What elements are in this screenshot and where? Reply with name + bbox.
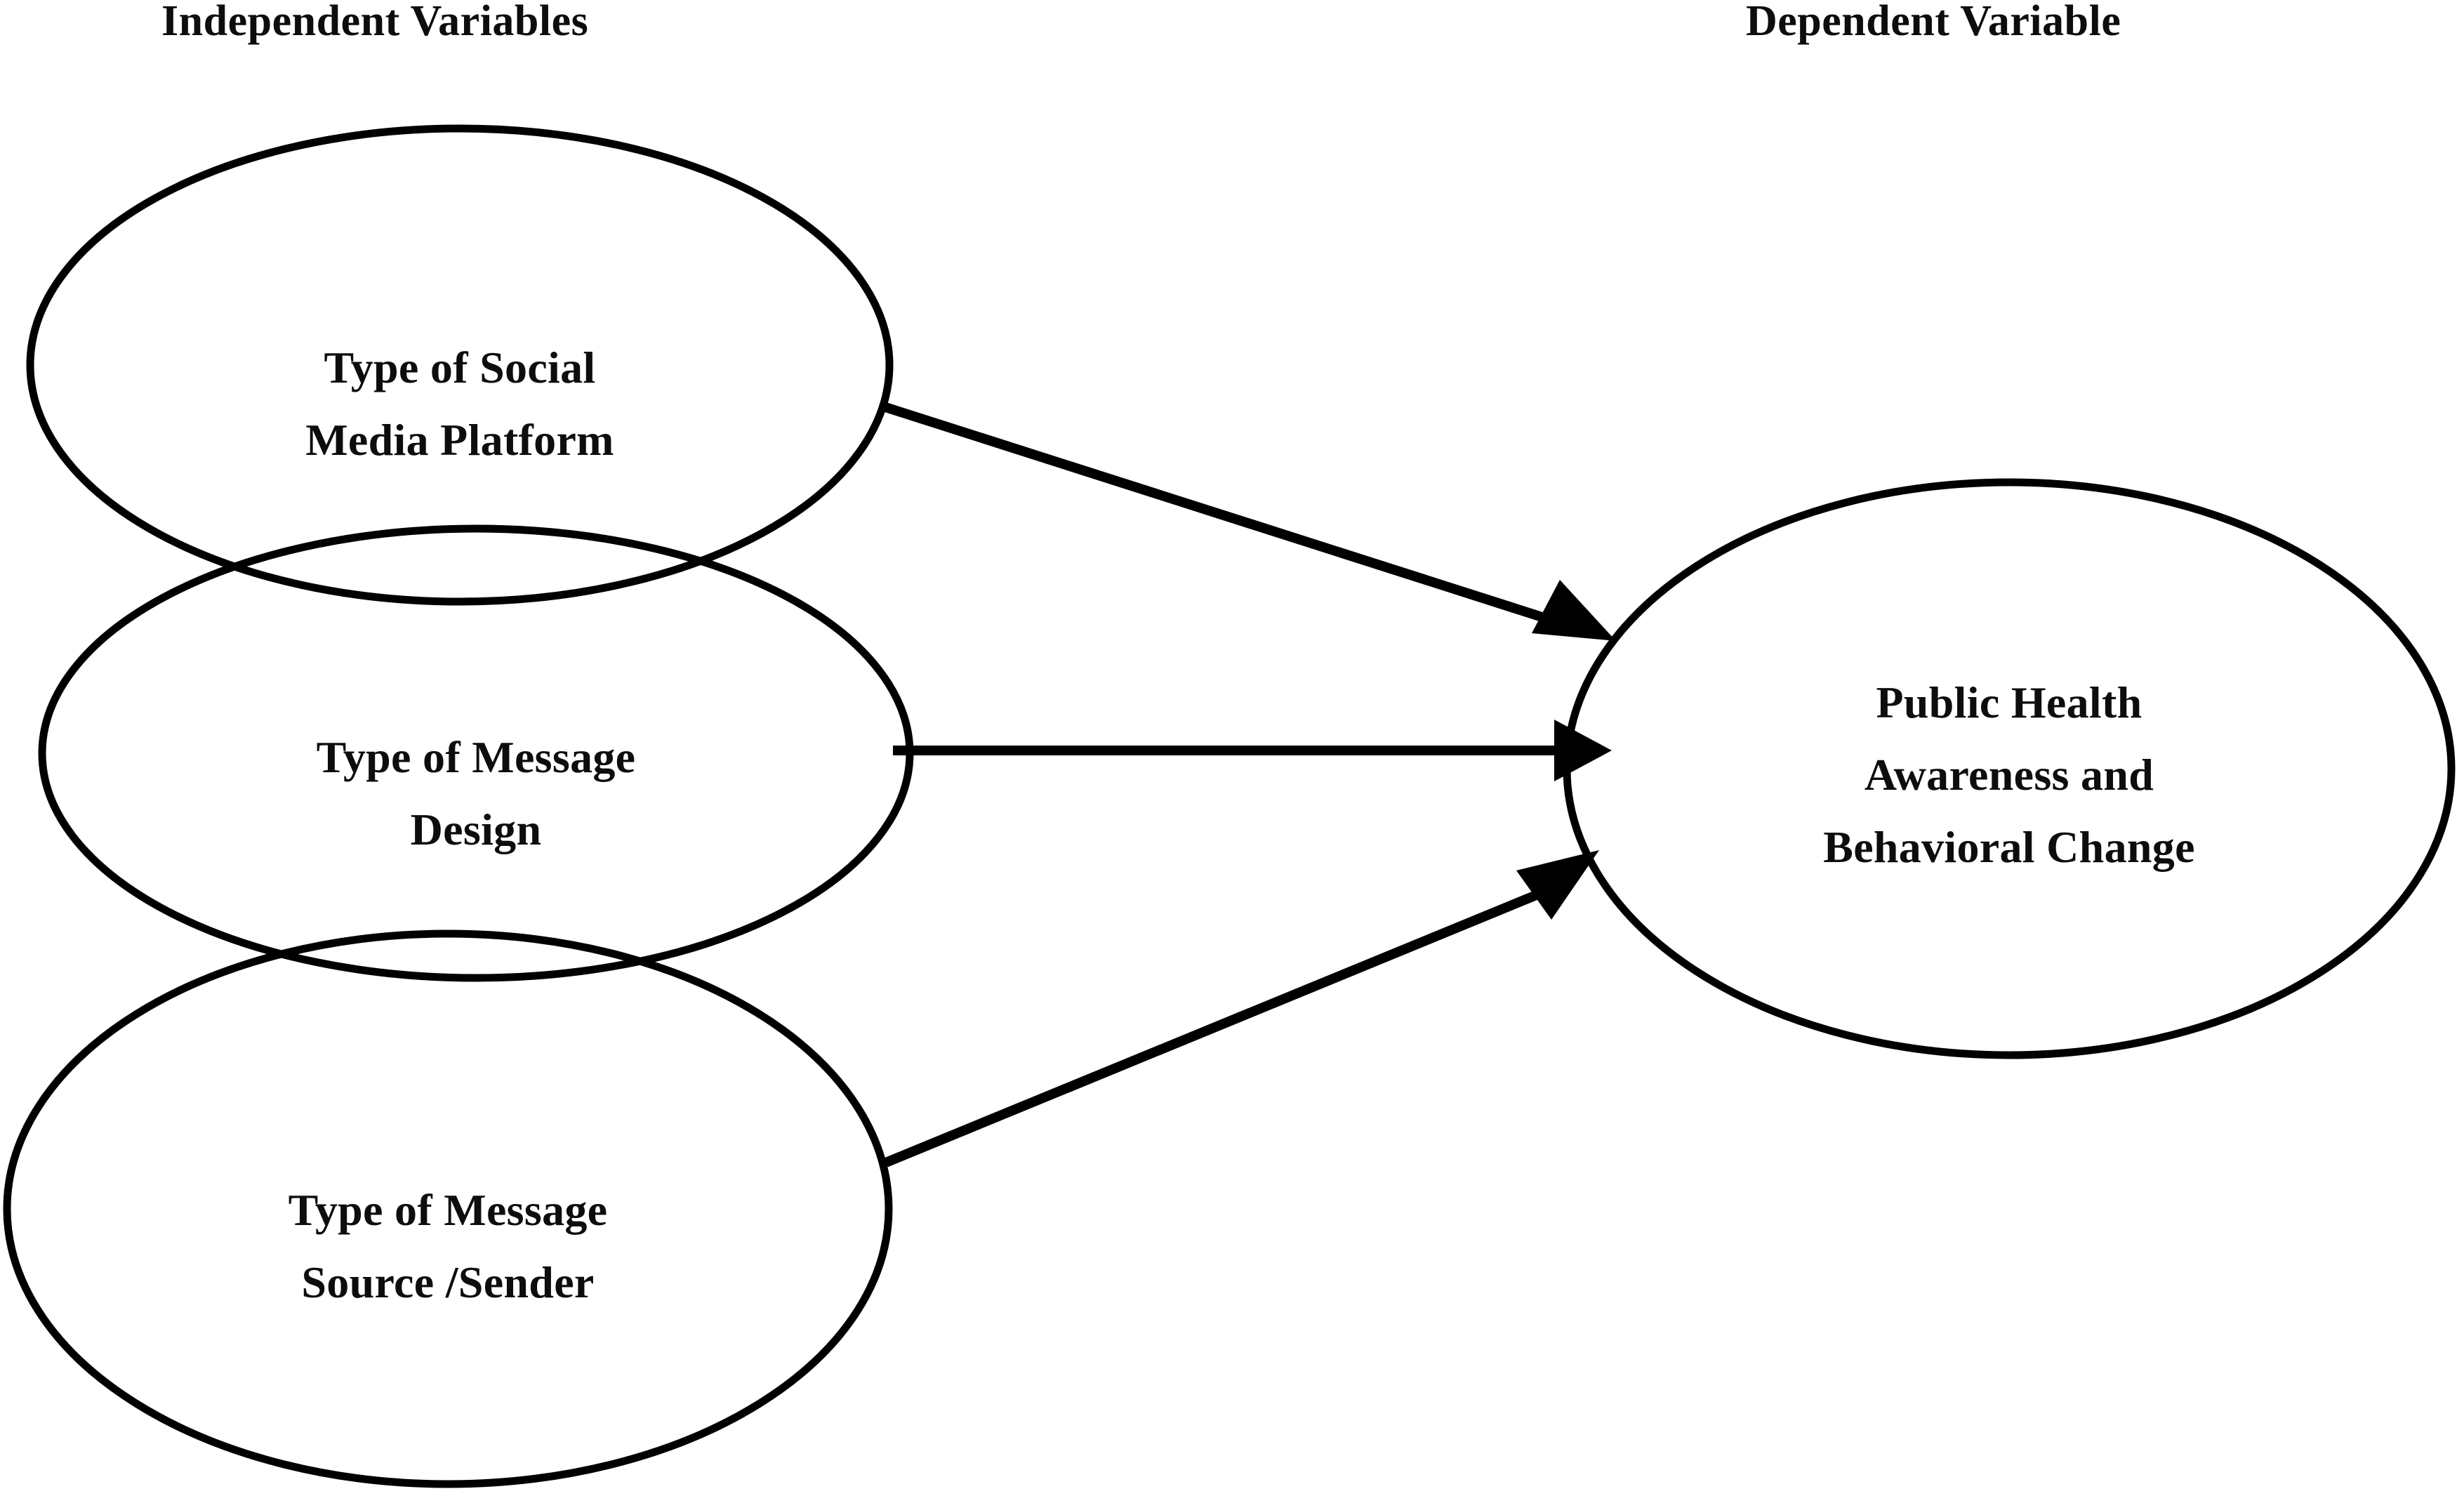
heading-independent-variables: Independent Variables — [161, 0, 588, 45]
node-label-message-design-line1: Type of Message — [317, 732, 636, 782]
ellipse-social-media-platform — [26, 124, 894, 606]
node-public-health-outcome[interactable]: Public Health Awareness and Behavioral C… — [1563, 478, 2456, 1059]
node-label-message-source-line2: Source /Sender — [301, 1257, 594, 1307]
node-social-media-platform[interactable]: Type of Social Media Platform — [26, 124, 894, 606]
node-label-social-media-platform-line2: Media Platform — [305, 415, 614, 465]
arrow-source-to-outcome-line — [884, 881, 1561, 1167]
ellipse-message-source — [3, 929, 893, 1488]
arrow-platform-to-outcome-head — [1532, 580, 1616, 641]
arrow-platform-to-outcome — [879, 401, 1616, 641]
node-label-outcome-line1: Public Health — [1876, 677, 2142, 727]
arrow-source-to-outcome-head — [1516, 850, 1599, 920]
arrow-source-to-outcome — [884, 850, 1599, 1167]
arrow-platform-to-outcome-line — [879, 401, 1582, 634]
arrow-design-to-outcome-head — [1554, 720, 1612, 781]
node-label-message-source-line1: Type of Message — [289, 1185, 608, 1235]
node-label-outcome-line2: Awareness and — [1864, 750, 2154, 800]
node-label-social-media-platform-line1: Type of Social — [324, 343, 595, 392]
arrow-design-to-outcome — [893, 720, 1612, 781]
node-label-message-design-line2: Design — [411, 805, 542, 854]
node-message-source[interactable]: Type of Message Source /Sender — [3, 929, 893, 1488]
node-message-design[interactable]: Type of Message Design — [38, 524, 914, 982]
node-label-outcome-line3: Behavioral Change — [1823, 822, 2195, 872]
heading-dependent-variable: Dependent Variable — [1746, 0, 2121, 45]
